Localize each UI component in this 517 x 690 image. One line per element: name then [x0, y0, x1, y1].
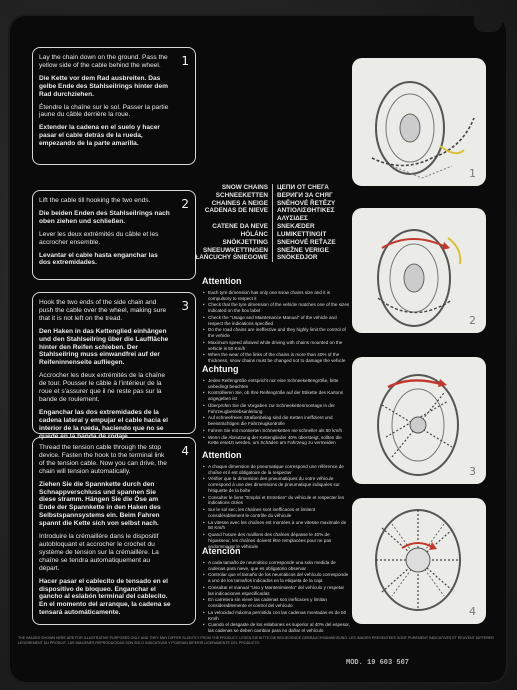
warning-item: Each tyre dimension has only one snow ch… [203, 290, 350, 301]
step-text-de: Die beiden Enden des Stahlseilrings nach… [39, 209, 170, 225]
step-text-fr: Introduire la crémaillère dans le dispos… [39, 533, 159, 572]
step-text-fr: Étendre la chaîne sur le sol. Passer la … [39, 103, 169, 119]
warning-item: Controlar que el tamaño de los neumático… [203, 572, 350, 583]
warning-heading: Attention [202, 450, 242, 460]
warning-item: En carretera sin nieve las cadenas son i… [203, 597, 350, 608]
warning-heading: Achtung [202, 364, 239, 374]
figure-number: 3 [469, 465, 476, 478]
warning-item: Quand l'usure des maillons des chaînes d… [203, 532, 350, 549]
step-text-es: Levantar el cable hasta enganchar las do… [39, 251, 158, 267]
step-text-fr: Accrocher les deux extrémités de la chaî… [39, 372, 166, 403]
step-number: 4 [181, 444, 189, 458]
warning-item: Cuando el desgaste de los eslabones es s… [203, 622, 350, 633]
warning-item: La velocidad máxima permitida con las ca… [203, 610, 350, 621]
warning-item: Vérifier que la dimension des pneumatiqu… [203, 476, 350, 493]
warning-item: Sur le sol sec, les chaînes sont ineffic… [203, 507, 350, 518]
warning-item: A cada tamaño de neumático corresponde u… [203, 560, 350, 571]
step-text-es: Extender la cadena en el suelo y hacer p… [39, 124, 160, 148]
step-text-de: Die Kette vor dem Rad ausbreiten. Das ge… [39, 74, 168, 98]
disclaimer-text: THE IMAGES SHOWN HERE ARE FOR ILLUSTRATI… [18, 636, 494, 645]
warning-item: Consulter le livret "Emploi et Entretien… [203, 495, 350, 506]
warning-item: When the wear of the links of the chains… [203, 352, 350, 363]
warning-heading: Atención [202, 546, 241, 556]
warning-item: Check the "Usage and Maintenance Manual"… [203, 315, 350, 326]
warning-block-en: Attention Each tyre dimension has only o… [202, 276, 350, 365]
step-4-box: 4 Thread the tension cable through the s… [32, 437, 196, 625]
step-number: 2 [181, 197, 189, 211]
warning-item: Kontrollieren Sie, ob Ihre Reifengröße a… [203, 390, 350, 401]
step-text-en: Thread the tension cable through the sto… [39, 444, 167, 475]
step-text-es: Enganchar las dos extremidades de la cad… [39, 408, 169, 440]
warning-block-es: Atención A cada tamaño de neumático corr… [202, 546, 350, 635]
warning-block-de: Achtung Jedes Reifengröße entspricht nur… [202, 364, 350, 447]
illustration-1: 1 [352, 58, 486, 186]
step-text-de: Ziehen Sie die Spannkette durch den Schn… [39, 480, 161, 528]
figure-number: 2 [469, 314, 476, 327]
warning-block-fr: Attention A chaque dimension de pneumati… [202, 450, 350, 550]
figure-number: 1 [469, 167, 476, 180]
warning-item: Fahren Sie mit montierten Schneeketten n… [203, 428, 350, 434]
warning-item: Jedes Reifengröße entspricht nur eine Sc… [203, 378, 350, 389]
wheel-illustration [375, 509, 461, 611]
warning-item: Check that the tyre dimension of the veh… [203, 302, 350, 313]
step-1-box: 1 Lay the chain down on the ground. Pass… [32, 47, 196, 165]
warning-item: Auf schneefreien Straßenbelag sind die K… [203, 415, 350, 426]
illustration-3: 3 [352, 357, 486, 484]
step-text-es: Hacer pasar el cablecito de tensado en e… [39, 577, 171, 617]
wheel-illustration [377, 229, 462, 327]
step-number: 3 [181, 299, 189, 313]
step-2-box: 2 Lift the cable till hooking the two en… [32, 190, 196, 280]
step-text-en: Lay the chain down on the ground. Pass t… [39, 54, 168, 69]
wheel-illustration [377, 374, 459, 476]
step-text-de: Den Haken in das Kettenglied einhängen u… [39, 327, 169, 367]
figure-number: 4 [469, 605, 476, 618]
warning-heading: Attention [202, 276, 242, 286]
warning-item: Consultar el manual "Uso y Mantenimiento… [203, 585, 350, 596]
step-number: 1 [181, 54, 189, 68]
warning-item: Maximum speed allowed while driving with… [203, 340, 350, 351]
step-text-en: Hook the two ends of the side chain and … [39, 299, 167, 322]
warning-item: A chaque dimension de pneumatique corres… [203, 464, 350, 475]
warning-item: Überprüfen Sie die Vorgaben zur Schneeke… [203, 403, 350, 414]
step-text-en: Lift the cable till hooking the two ends… [39, 197, 151, 204]
warning-item: La vitesse avec les chaînes est montées … [203, 520, 350, 531]
warning-item: Wenn die Abnutzung der Kettenglieder 40%… [203, 435, 350, 446]
wheel-illustration [371, 81, 475, 179]
step-3-box: 3 Hook the two ends of the side chain an… [32, 292, 196, 440]
warning-item: Do the road chains are ineffective and t… [203, 327, 350, 338]
model-number: MOD. 19 603 507 [346, 659, 410, 667]
hanging-hole [474, 14, 502, 32]
step-text-fr: Lever les deux extrémités du câble et le… [39, 230, 159, 246]
illustration-4: 4 [352, 498, 486, 624]
illustration-2: 2 [352, 208, 486, 333]
